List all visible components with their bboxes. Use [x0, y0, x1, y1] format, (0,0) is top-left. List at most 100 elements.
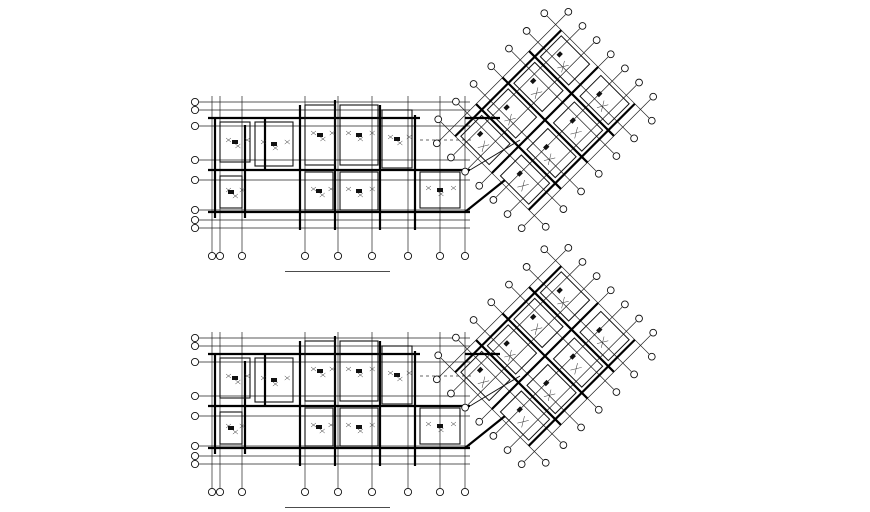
grid-bubble — [564, 243, 573, 252]
grid-bubble — [621, 64, 629, 73]
grid-bubble — [630, 370, 638, 379]
grid-bubble — [475, 181, 484, 190]
column-block — [316, 425, 322, 429]
grid-bubble — [432, 139, 441, 148]
hatch-mark — [369, 422, 375, 428]
grid-bubble — [207, 251, 217, 261]
hatch-mark — [481, 376, 486, 388]
room-outline — [381, 109, 413, 169]
grid-bubble — [190, 341, 200, 351]
hatch-mark — [481, 140, 486, 152]
hatch-mark — [329, 130, 335, 136]
grid-bubble — [489, 196, 498, 204]
grid-bubble — [432, 375, 441, 384]
grid-bubble — [300, 251, 310, 261]
grid-bubble — [612, 388, 621, 396]
hatch-mark — [345, 366, 352, 372]
grid-bubble — [367, 487, 377, 497]
hatch-mark — [574, 363, 578, 375]
room-outline — [513, 297, 564, 349]
grid-bubble — [190, 175, 200, 185]
grid-bubble — [517, 460, 526, 469]
hatch-mark — [272, 145, 279, 151]
column-block — [556, 51, 563, 58]
column-block — [476, 130, 484, 138]
hatch-mark — [345, 422, 352, 428]
grid-bubble — [522, 27, 531, 35]
room-outline — [339, 340, 379, 402]
hatch-mark — [284, 139, 290, 145]
upper-floor-plan — [190, 7, 658, 272]
hatch-mark — [397, 140, 403, 146]
grid-bubble — [190, 391, 200, 401]
hatch-mark — [239, 187, 245, 193]
grid-bubble — [461, 403, 469, 412]
grid-bubble — [541, 222, 550, 231]
grid-bubble — [190, 357, 200, 367]
column-block — [516, 170, 523, 177]
grid-bubble — [215, 251, 225, 261]
grid-bubble — [606, 286, 615, 295]
grid-bubble — [447, 153, 455, 162]
room-outline — [526, 363, 577, 415]
hatch-mark — [235, 379, 241, 385]
room-outline — [513, 61, 564, 113]
grid-bubble — [434, 115, 443, 124]
grid-bubble — [592, 272, 601, 280]
grid-bubble — [635, 314, 643, 323]
hatch-mark — [425, 185, 432, 191]
grid-bubble — [503, 210, 512, 218]
hatch-mark — [310, 186, 317, 192]
hatch-mark — [225, 137, 232, 143]
rotated-wing — [432, 243, 658, 469]
room-outline — [304, 104, 336, 166]
grid-bubble — [522, 263, 531, 271]
grid-bubble — [592, 36, 601, 44]
grid-bubble — [190, 155, 200, 165]
hatch-mark — [600, 100, 605, 112]
grid-bubble — [505, 44, 513, 53]
hatch-mark — [547, 153, 552, 165]
hatch-mark — [561, 296, 565, 309]
room-outline — [219, 175, 243, 209]
hatch-mark — [357, 428, 364, 434]
grid-bubble — [190, 441, 200, 451]
hatch-mark — [521, 416, 525, 428]
hatch-mark — [235, 143, 241, 149]
grid-bubble — [333, 251, 343, 261]
room-outline — [304, 407, 334, 447]
hatch-mark — [244, 137, 250, 143]
grid-bubble — [635, 78, 643, 87]
hatch-mark — [438, 427, 444, 433]
grid-bubble — [621, 300, 629, 309]
hatch-mark — [272, 381, 279, 387]
grid-bubble — [207, 487, 217, 497]
hatch-mark — [534, 87, 539, 99]
hatch-mark — [450, 185, 457, 191]
column-block — [503, 340, 510, 347]
hatch-mark — [600, 336, 605, 348]
hatch-mark — [357, 192, 364, 198]
grid-bubble — [435, 251, 445, 261]
column-block — [543, 379, 550, 387]
grid-line-diagonal — [546, 251, 650, 355]
hatch-mark — [357, 136, 364, 142]
room-outline — [579, 74, 630, 126]
link-beam — [469, 375, 521, 407]
hatch-mark — [547, 389, 552, 401]
hatch-mark — [310, 366, 317, 372]
grid-bubble — [190, 215, 200, 225]
room-outline — [254, 357, 294, 403]
column-block — [569, 353, 576, 360]
grid-bubble — [487, 62, 496, 71]
grid-bubble — [578, 258, 587, 266]
room-outline — [526, 127, 577, 179]
hatch-mark — [508, 113, 512, 126]
grid-bubble — [649, 92, 658, 101]
room-outline — [486, 324, 538, 375]
lower-floor-plan — [190, 243, 658, 508]
grid-bubble — [190, 223, 200, 233]
grid-bubble — [517, 224, 526, 233]
room-outline — [460, 114, 511, 166]
